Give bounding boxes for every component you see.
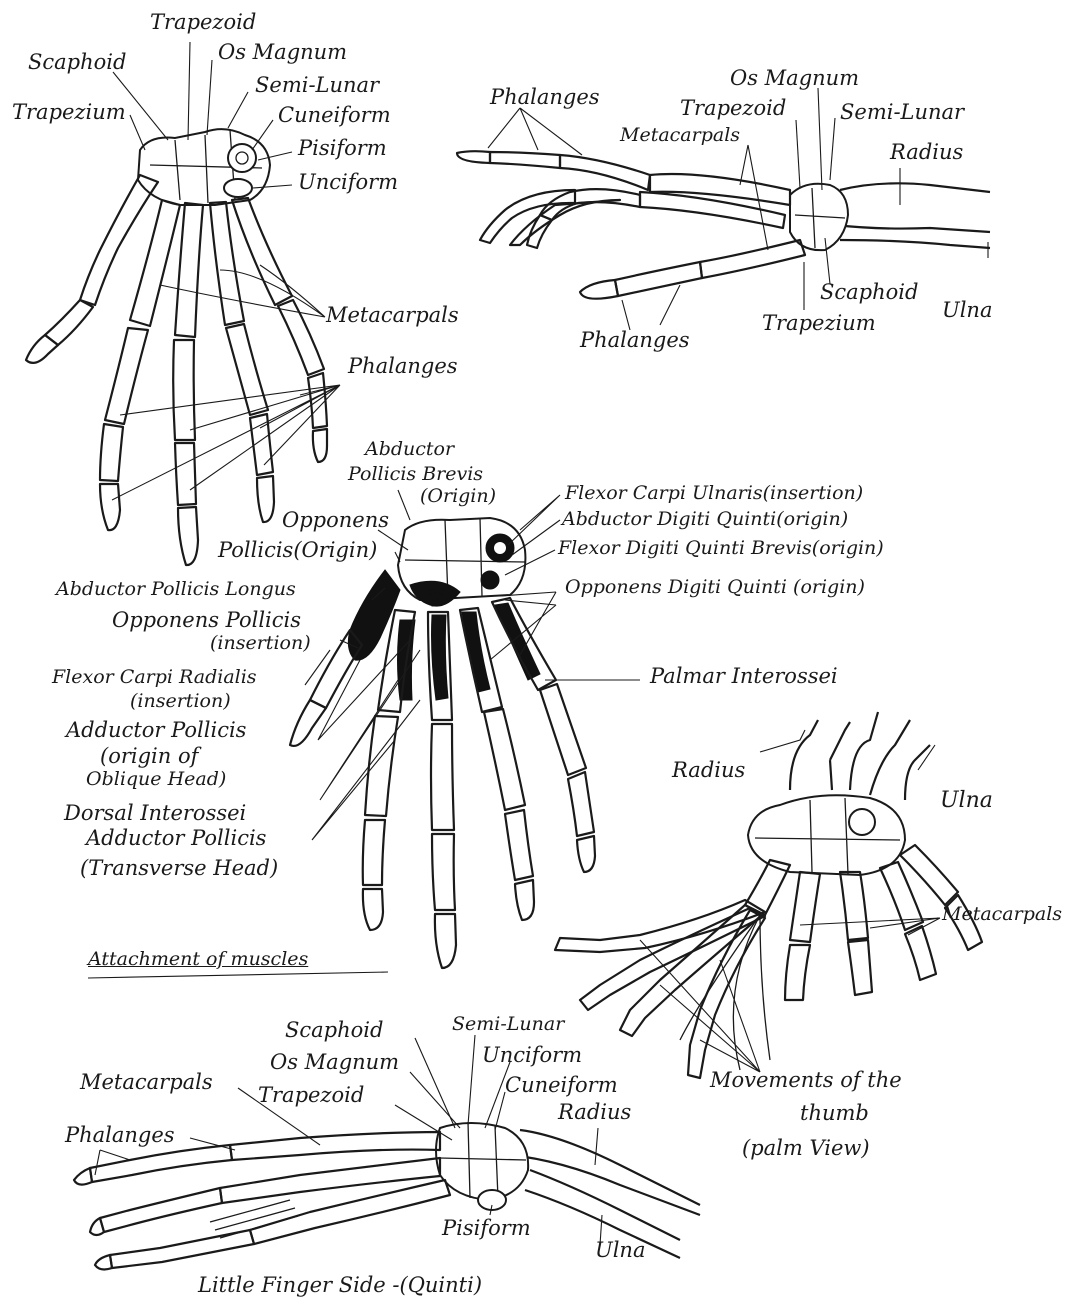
label-trapezoid-tl: Trapezoid xyxy=(150,12,256,33)
label-radius-tr: Radius xyxy=(890,142,963,163)
label-flexor-digiti-quinti-brevis: Flexor Digiti Quinti Brevis(origin) xyxy=(558,539,884,558)
label-movements-line1: Movements of the xyxy=(710,1070,902,1091)
label-opponens: Opponens xyxy=(282,510,389,531)
label-origin: (Origin) xyxy=(420,487,496,506)
label-abductor-digiti-quinti: Abductor Digiti Quinti(origin) xyxy=(562,510,848,529)
label-trapezoid-tr: Trapezoid xyxy=(680,98,786,119)
label-metacarpals-thumb: Metacarpals xyxy=(942,905,1062,924)
label-radius-bottom: Radius xyxy=(558,1102,631,1123)
label-adductor-pollicis-2: Adductor Pollicis xyxy=(86,828,266,849)
label-pisiform-tl: Pisiform xyxy=(298,138,387,159)
caption-underline xyxy=(88,972,388,978)
label-insertion-1: (insertion) xyxy=(210,634,311,653)
label-unciform-tl: Unciform xyxy=(298,172,398,193)
label-trapezium-tl: Trapezium xyxy=(12,102,126,123)
label-abductor-pollicis-longus: Abductor Pollicis Longus xyxy=(56,580,296,599)
label-scaphoid-bottom: Scaphoid xyxy=(285,1020,383,1041)
label-trapezoid-bottom: Trapezoid xyxy=(258,1085,364,1106)
label-opponens-digiti-quinti: Opponens Digiti Quinti (origin) xyxy=(565,578,865,597)
label-ulna-tr: Ulna xyxy=(942,300,992,321)
label-movements-line2: thumb xyxy=(800,1103,869,1124)
label-pisiform-bottom: Pisiform xyxy=(442,1218,531,1239)
caption-attachment-of-muscles: Attachment of muscles xyxy=(88,950,308,969)
label-ulna-bottom: Ulna xyxy=(595,1240,645,1261)
label-movements-line3: (palm View) xyxy=(742,1138,870,1159)
label-phalanges-bottom: Phalanges xyxy=(65,1125,175,1146)
label-palmar-interossei: Palmar Interossei xyxy=(650,666,838,687)
hand-top-right-skeleton xyxy=(457,151,990,299)
label-metacarpals-tr: Metacarpals xyxy=(620,126,740,145)
label-phalanges-tl: Phalanges xyxy=(348,356,458,377)
label-metacarpals-tl: Metacarpals xyxy=(326,305,459,326)
label-pollicis-brevis: Pollicis Brevis xyxy=(348,465,483,484)
label-phalanges-tr-top: Phalanges xyxy=(490,87,600,108)
label-abductor: Abductor xyxy=(365,440,454,459)
label-cuneiform-tl: Cuneiform xyxy=(278,105,391,126)
label-cuneiform-bottom: Cuneiform xyxy=(505,1075,618,1096)
label-phalanges-tr-bottom: Phalanges xyxy=(580,330,690,351)
label-pollicis-origin: Pollicis(Origin) xyxy=(218,540,377,561)
label-oblique-head: Oblique Head) xyxy=(86,770,226,789)
label-scaphoid-tl: Scaphoid xyxy=(28,52,126,73)
label-os-magnum-tr: Os Magnum xyxy=(730,68,859,89)
label-ulna-thumb: Ulna xyxy=(940,790,993,812)
label-flexor-carpi-ulnaris: Flexor Carpi Ulnaris(insertion) xyxy=(565,484,863,503)
label-adductor-pollicis: Adductor Pollicis xyxy=(66,720,246,741)
label-os-magnum-tl: Os Magnum xyxy=(218,42,347,63)
label-transverse-head: (Transverse Head) xyxy=(80,858,278,879)
label-origin-of: (origin of xyxy=(100,746,198,767)
label-dorsal-interossei: Dorsal Interossei xyxy=(64,803,246,824)
label-trapezium-tr: Trapezium xyxy=(762,313,876,334)
label-scaphoid-tr: Scaphoid xyxy=(820,282,918,303)
label-os-magnum-bottom: Os Magnum xyxy=(270,1052,399,1073)
hand-top-left-skeleton xyxy=(26,129,327,565)
label-semi-lunar-tl: Semi-Lunar xyxy=(255,75,379,96)
label-insertion-2: (insertion) xyxy=(130,692,231,711)
label-radius-thumb: Radius xyxy=(672,760,745,781)
label-metacarpals-bottom: Metacarpals xyxy=(80,1072,213,1093)
label-semi-lunar-tr: Semi-Lunar xyxy=(840,102,964,123)
label-flexor-carpi-radialis: Flexor Carpi Radialis xyxy=(52,668,257,687)
caption-little-finger-side: Little Finger Side -(Quinti) xyxy=(198,1275,482,1296)
label-opponens-pollicis: Opponens Pollicis xyxy=(112,610,301,631)
hand-muscles-skeleton xyxy=(290,518,595,968)
label-unciform-bottom: Unciform xyxy=(482,1045,582,1066)
hand-thumb-skeleton xyxy=(555,712,982,1078)
label-semi-lunar-bottom: Semi-Lunar xyxy=(452,1015,564,1034)
